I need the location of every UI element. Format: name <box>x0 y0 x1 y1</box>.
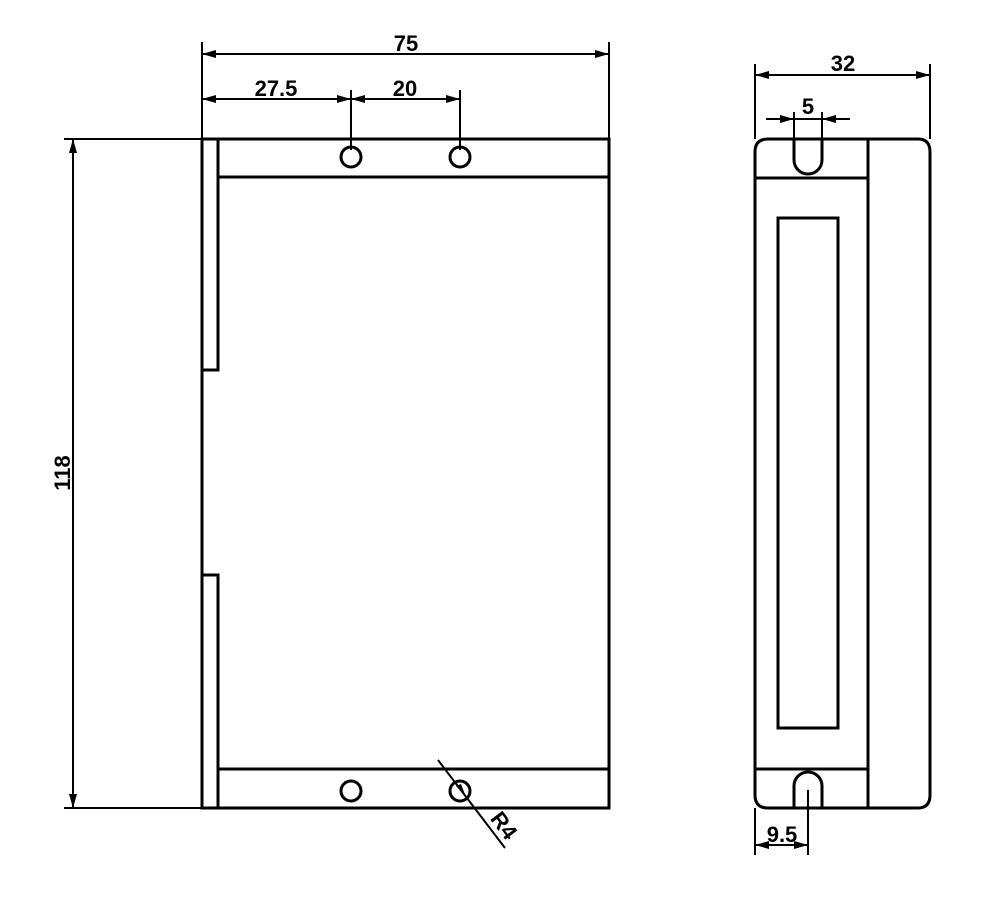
left-strip-upper <box>200 137 220 372</box>
dim-label-hole-spacing: 20 <box>393 76 417 101</box>
mounting-hole-bottom-right <box>448 779 472 803</box>
dimension-hole-positions: 27.5 20 <box>201 76 461 150</box>
dim-label-hole-radius: R4 <box>486 807 523 845</box>
side-slot-bottom <box>792 770 824 810</box>
side-left-body <box>753 137 870 810</box>
side-slot-top <box>792 137 824 176</box>
side-connector-window <box>776 216 840 730</box>
dim-label-slot-offset: 9.5 <box>767 822 798 847</box>
front-body-outline <box>200 137 611 810</box>
dimension-hole-radius: R4 <box>437 759 523 849</box>
dim-label-overall-height: 118 <box>50 455 75 491</box>
dim-label-hole-offset: 27.5 <box>255 76 298 101</box>
side-right-body <box>866 137 932 810</box>
dimension-slot-width: 5 <box>766 94 850 139</box>
dim-label-depth: 32 <box>831 51 855 76</box>
dim-label-slot-width: 5 <box>802 94 814 119</box>
dimension-overall-height: 118 <box>50 138 202 809</box>
dim-label-overall-width: 75 <box>394 31 418 56</box>
dimension-slot-offset: 9.5 <box>754 790 809 855</box>
side-view <box>753 137 932 810</box>
mounting-hole-bottom-left <box>339 779 363 803</box>
left-strip-lower <box>200 573 220 810</box>
dimension-overall-width: 75 <box>201 31 610 139</box>
dimension-depth: 32 <box>754 51 931 139</box>
front-view <box>200 137 611 810</box>
